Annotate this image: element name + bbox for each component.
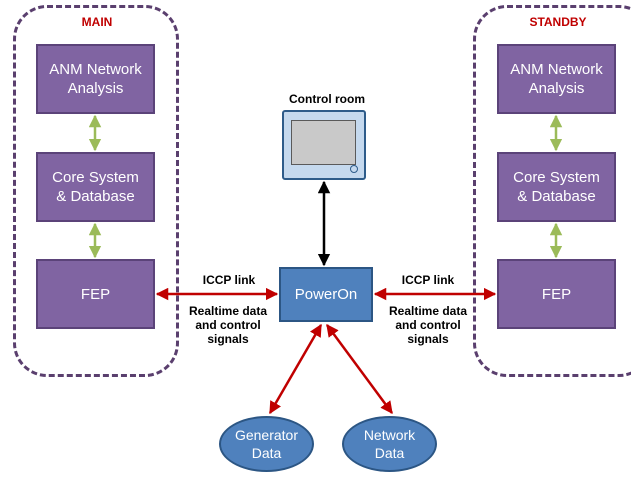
standby-core-line1: Core System [513, 169, 600, 186]
standby-anm-network-analysis-box: ANM Network Analysis [497, 44, 616, 114]
left-link-desc-line3: signals [207, 332, 249, 346]
monitor-icon [282, 110, 366, 180]
main-core-system-database-box: Core System & Database [36, 152, 155, 222]
standby-fep-box: FEP [497, 259, 616, 329]
standby-core-system-database-box: Core System & Database [497, 152, 616, 222]
standby-anm-analysis-line2: Analysis [528, 80, 585, 97]
right-link-desc-line1: Realtime data [388, 304, 468, 318]
main-anm-network-analysis-box: ANM Network Analysis [36, 44, 155, 114]
generator-data-line1: Generator [234, 427, 299, 443]
poweron-box: PowerOn [279, 267, 373, 322]
generator-data-ellipse: Generator Data [219, 416, 314, 472]
left-link-desc-line1: Realtime data [188, 304, 268, 318]
standby-fep-label: FEP [541, 285, 572, 303]
left-link-description: Realtime data and control signals [178, 304, 278, 346]
standby-anm-analysis-line1: ANM Network [510, 61, 603, 78]
standby-group-title: STANDBY [529, 15, 587, 29]
network-data-ellipse: Network Data [342, 416, 437, 472]
network-data-link [325, 323, 394, 415]
right-link-desc-line3: signals [407, 332, 449, 346]
main-core-line2: & Database [56, 188, 135, 205]
main-fep-label: FEP [80, 285, 111, 303]
right-iccp-link-label: ICCP link [401, 273, 455, 287]
left-iccp-link-label: ICCP link [202, 273, 256, 287]
main-anm-analysis-line1: ANM Network [49, 61, 142, 78]
network-data-line1: Network [363, 427, 416, 443]
main-core-line1: Core System [52, 169, 139, 186]
standby-core-line2: & Database [517, 188, 596, 205]
generator-data-line2: Data [251, 445, 282, 461]
main-anm-analysis-line2: Analysis [67, 80, 124, 97]
monitor-power-button [350, 165, 358, 173]
poweron-label: PowerOn [294, 286, 358, 303]
main-group-title: MAIN [81, 15, 113, 29]
main-fep-box: FEP [36, 259, 155, 329]
control-room-label: Control room [289, 92, 365, 106]
generator-data-link [268, 323, 323, 415]
left-link-desc-line2: and control [195, 318, 261, 332]
main-group-frame [13, 5, 179, 377]
standby-group-frame [473, 5, 631, 377]
right-link-desc-line2: and control [395, 318, 461, 332]
network-data-line2: Data [374, 445, 405, 461]
right-link-description: Realtime data and control signals [378, 304, 478, 346]
monitor-screen [291, 120, 356, 165]
